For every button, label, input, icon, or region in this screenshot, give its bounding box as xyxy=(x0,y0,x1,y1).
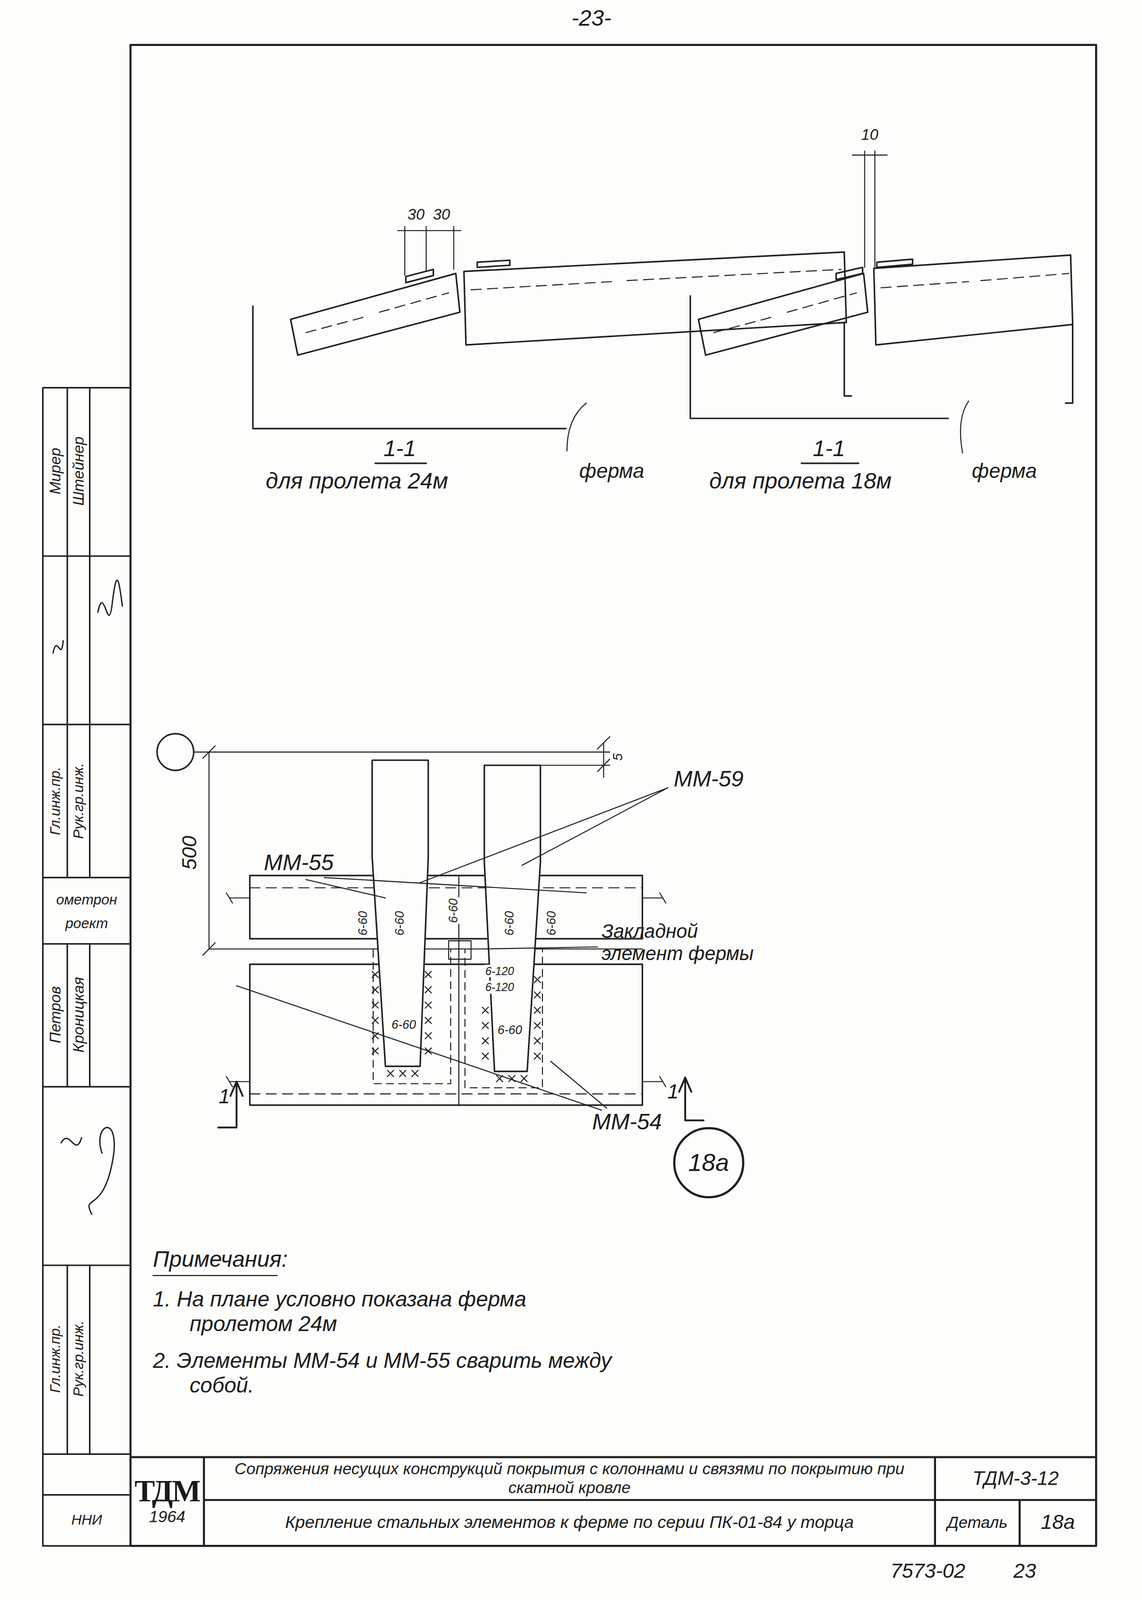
callout-circle xyxy=(673,1127,744,1198)
underline xyxy=(375,462,426,464)
section-mark: 1-1 xyxy=(383,435,416,462)
truss-outline xyxy=(690,295,949,419)
box-text: Деталь xyxy=(947,1512,1008,1532)
section-mark: 1 xyxy=(667,1079,679,1103)
dimension: 10 xyxy=(861,125,879,144)
roof-slab xyxy=(464,251,847,345)
weld-label: 6-60 xyxy=(390,1017,418,1032)
hidden-line xyxy=(306,269,842,333)
section-mark: 1-1 xyxy=(812,435,846,462)
weld-label: 6-60 xyxy=(392,909,407,937)
underline xyxy=(801,462,859,464)
part-name: ММ-55 xyxy=(263,849,334,876)
title-cell: 18а xyxy=(1019,1498,1097,1545)
member-label: ферма xyxy=(971,459,1037,483)
section-arrow xyxy=(679,1077,704,1121)
truss-outline xyxy=(844,322,852,396)
stamp-text: Рук.гр.инж. xyxy=(70,1320,87,1397)
dimension-line xyxy=(397,226,461,276)
box-text: 1964 xyxy=(148,1506,186,1526)
dimension-line xyxy=(203,745,216,955)
dimension: 5 xyxy=(610,752,626,761)
steel-plate xyxy=(372,760,429,1067)
sheet-number: 23 xyxy=(1013,1558,1037,1582)
roof-slab xyxy=(698,273,868,355)
title-cell: Сопряжения несущих конструкций покрытия … xyxy=(204,1456,936,1500)
page-number: -23- xyxy=(571,5,612,31)
dimension-line xyxy=(852,150,888,268)
part-name: ММ-59 xyxy=(673,766,744,792)
truss-chord xyxy=(249,875,643,1105)
roof-slab xyxy=(290,273,460,355)
signature xyxy=(53,580,123,1215)
leader-line xyxy=(420,787,668,883)
leader-line xyxy=(481,946,598,949)
sheet-frame xyxy=(130,44,1097,1546)
stamp-text: Кроницкая xyxy=(69,976,88,1053)
stamp-grid xyxy=(43,387,131,1546)
leader-line xyxy=(960,400,969,454)
title-cell: Крепление стальных элементов к ферме по … xyxy=(204,1498,936,1545)
weld-label: 6-60 xyxy=(496,1022,524,1037)
dimension: 500 xyxy=(177,835,202,870)
notes-heading: Примечания: xyxy=(152,1245,288,1272)
weld-label: 6-60 xyxy=(502,909,517,937)
stamp-text: Петров xyxy=(46,985,64,1043)
stamp-text: Мирер xyxy=(46,447,64,495)
weld-label: 6-60 xyxy=(446,897,461,924)
archive-number: 7573-02 xyxy=(890,1558,966,1582)
box-text: 18а xyxy=(1040,1509,1075,1534)
section-mark: 1 xyxy=(218,1084,230,1108)
axis-circle xyxy=(157,733,194,771)
hidden-line xyxy=(249,887,643,1094)
box-text: ТДМ-3-12 xyxy=(972,1466,1059,1489)
stamp-text: Гл.инж.пр. xyxy=(46,1323,64,1393)
weld-label: 6-120 xyxy=(484,964,515,978)
stamp-text: Гл.инж.пр. xyxy=(46,766,64,835)
box-text: Сопряжения несущих конструкций покрытия … xyxy=(207,1458,932,1497)
dimension: 30 xyxy=(433,205,451,223)
truss-outline xyxy=(252,306,566,429)
leader-line xyxy=(567,402,587,451)
weld-label: 6-120 xyxy=(484,980,515,994)
part-name: Закладной элемент фермы xyxy=(601,919,770,965)
weld-label: 6-60 xyxy=(355,909,370,937)
section-caption: для пролета 18м xyxy=(709,468,892,495)
stamp-text: Рук.гр.инж. xyxy=(70,762,87,839)
box-text: Крепление стальных элементов к ферме по … xyxy=(285,1511,854,1532)
section-caption: для пролета 24м xyxy=(265,468,449,495)
underline xyxy=(152,1274,278,1276)
leader-line xyxy=(236,985,607,1110)
logo-text: ТДМ xyxy=(134,1475,200,1507)
member-label: ферма xyxy=(579,459,645,483)
box-text: 18а xyxy=(688,1148,729,1177)
title-cell: ТДМ-3-12 xyxy=(935,1456,1097,1500)
truss-outline xyxy=(1065,324,1073,403)
detail-callout: 18а xyxy=(672,1125,746,1200)
dimension: 30 xyxy=(407,205,425,223)
stamp-text: Штейнер xyxy=(69,436,88,506)
title-block-grid xyxy=(130,1456,1097,1546)
stamp-text: ННИ xyxy=(71,1510,103,1528)
stamp-text: роект xyxy=(65,914,108,932)
steel-plate xyxy=(405,260,510,283)
hidden-line xyxy=(713,273,1069,333)
roof-slab xyxy=(873,254,1073,345)
steel-plate xyxy=(484,764,541,1071)
leader-line xyxy=(306,877,587,898)
section-arrow xyxy=(218,1081,243,1128)
note: 2. Элементы ММ-54 и ММ-55 сварить между … xyxy=(152,1347,629,1398)
stamp-text: ометрон xyxy=(56,891,118,908)
note: 1. На плане условно показана ферма проле… xyxy=(152,1286,629,1336)
weld-symbol xyxy=(372,970,541,1082)
title-cell: Деталь xyxy=(935,1498,1020,1545)
title-logo: ТДМ1964 xyxy=(130,1456,205,1545)
embedded-element xyxy=(448,940,471,959)
weld-label: 6-60 xyxy=(544,909,559,937)
part-name: ММ-54 xyxy=(592,1108,662,1135)
